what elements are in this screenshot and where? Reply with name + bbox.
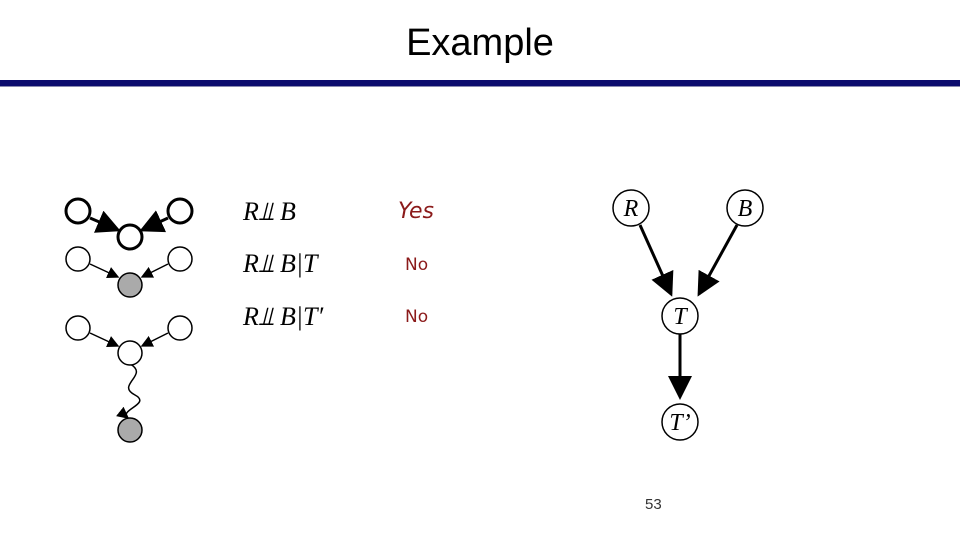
page-number: 53 [645,496,662,513]
schematic-graph-unobserved [64,197,194,251]
main-node-b [726,189,764,227]
schematic-graph-descendant-observed [65,315,193,443]
main-node-t-prime-label: T’ [669,410,690,436]
node-r [65,246,91,272]
title-divider [0,80,960,87]
schematic-graph-t-observed [65,246,193,298]
main-node-t-prime [661,403,699,441]
main-graph: R B T T’ [612,189,764,441]
node-b [166,197,194,225]
answer-3: No [405,307,429,327]
main-edge-r-t [638,224,674,297]
node-t-observed [117,272,143,298]
main-node-b-label: B [738,196,753,222]
node-t-prime-observed [117,417,143,443]
answer-1: Yes [398,199,435,224]
independence-statement-3: R⫫ B|T′ [243,302,324,331]
edge-t-descendant [116,363,141,419]
main-node-r-label: R [623,196,639,222]
main-node-t [661,297,699,335]
independence-statement-2: R⫫ B|T [243,249,318,278]
node-t [117,340,143,366]
edge-r-t [89,263,120,279]
answer-2: No [405,255,429,275]
edge-r-t [89,332,120,348]
main-edge-b-t [697,224,739,297]
independence-statement-1: R⫫ B [243,197,296,226]
node-r [65,315,91,341]
node-b [167,315,193,341]
slide-title: Example [406,22,554,64]
node-t [116,223,144,251]
node-b [167,246,193,272]
main-node-t-label: T [673,304,688,330]
main-node-r [612,189,650,227]
node-r [64,197,92,225]
edge-b-t [139,210,169,233]
edge-b-t [140,332,169,347]
edge-b-t [140,263,169,278]
edge-r-t [89,210,121,233]
